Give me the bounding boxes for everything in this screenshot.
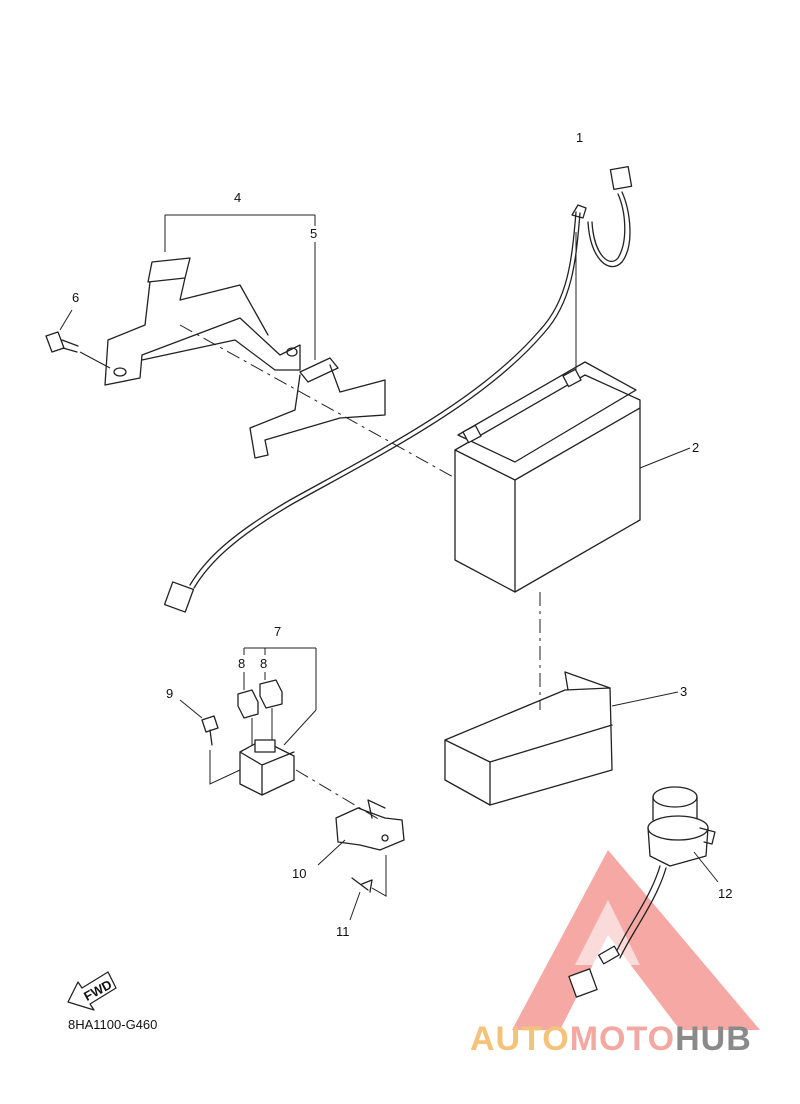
battery-bracket-4 xyxy=(104,257,301,386)
callout-10: 10 xyxy=(292,866,306,881)
callout-11: 11 xyxy=(336,924,350,939)
callout-3: 3 xyxy=(680,684,687,699)
relay-cover-8a xyxy=(237,689,259,719)
watermark-text: AUTOMOTOHUB xyxy=(470,1020,752,1059)
clip-11 xyxy=(349,855,387,921)
callout-9: 9 xyxy=(166,686,173,701)
starter-relay xyxy=(239,739,295,796)
bolt-6 xyxy=(45,309,111,369)
callout-8b: 8 xyxy=(260,656,267,671)
callout-5: 5 xyxy=(310,226,317,241)
relay-cover-8b xyxy=(259,679,283,709)
battery-bracket-5 xyxy=(249,357,386,459)
callout-8a: 8 xyxy=(238,656,245,671)
battery-lead-wire xyxy=(163,165,633,613)
battery-case xyxy=(444,671,679,806)
watermark-logo-icon xyxy=(512,850,760,1030)
callout-6: 6 xyxy=(72,290,79,305)
battery xyxy=(454,361,691,593)
callout-1: 1 xyxy=(576,130,583,145)
drawing-code: 8HA1100-G460 xyxy=(68,1017,158,1032)
dc-outlet xyxy=(568,786,719,998)
callout-7: 7 xyxy=(274,624,281,639)
screw-9 xyxy=(179,699,241,785)
callout-4: 4 xyxy=(234,190,241,205)
relay-bracket-10 xyxy=(317,799,405,866)
callout-2: 2 xyxy=(692,440,699,455)
watermark-moto: MOTO xyxy=(569,1020,676,1058)
callout-12: 12 xyxy=(718,886,732,901)
watermark-hub: HUB xyxy=(675,1020,752,1058)
watermark-auto: AUTO xyxy=(470,1020,570,1058)
fwd-arrow-icon xyxy=(67,971,117,1011)
